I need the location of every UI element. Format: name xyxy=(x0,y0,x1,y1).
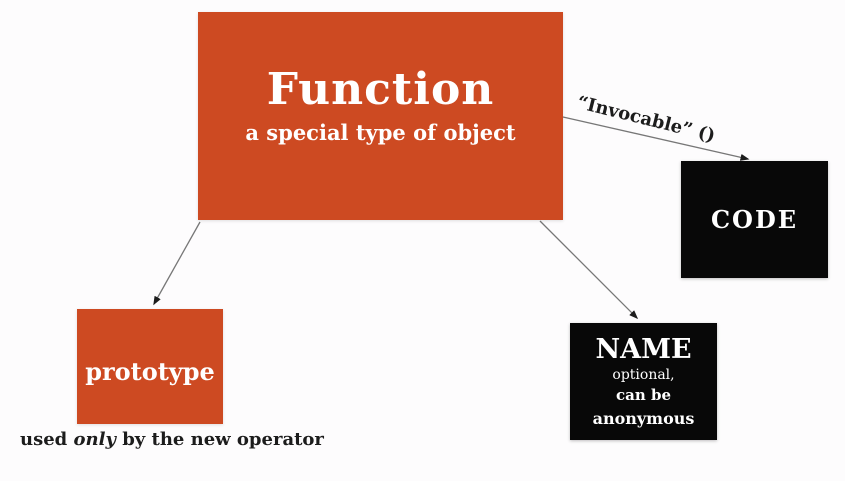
name-line-anonymous: anonymous xyxy=(592,408,695,428)
caption-italic-word: only xyxy=(73,429,116,450)
name-title: NAME xyxy=(595,334,692,365)
caption-suffix: by the new operator xyxy=(115,429,324,450)
caption-prefix: used xyxy=(20,429,74,450)
code-label: CODE xyxy=(710,205,799,234)
name-line-can-be: can be xyxy=(615,385,671,404)
caption: used only by the new operator xyxy=(20,429,324,450)
invocable-arrow-label: “Invocable” () xyxy=(574,92,718,147)
function-node: Function a special type of object xyxy=(198,12,563,220)
name-line-optional: optional, xyxy=(612,366,675,383)
arrow-function-to-name xyxy=(539,220,639,320)
prototype-label: prototype xyxy=(85,357,215,386)
function-title: Function xyxy=(266,64,495,116)
code-node: CODE xyxy=(681,161,828,278)
function-subtitle: a special type of object xyxy=(245,119,516,145)
name-node: NAME optional, can be anonymous xyxy=(570,323,717,440)
arrow-function-to-prototype xyxy=(153,221,201,306)
prototype-node: prototype xyxy=(77,309,223,424)
